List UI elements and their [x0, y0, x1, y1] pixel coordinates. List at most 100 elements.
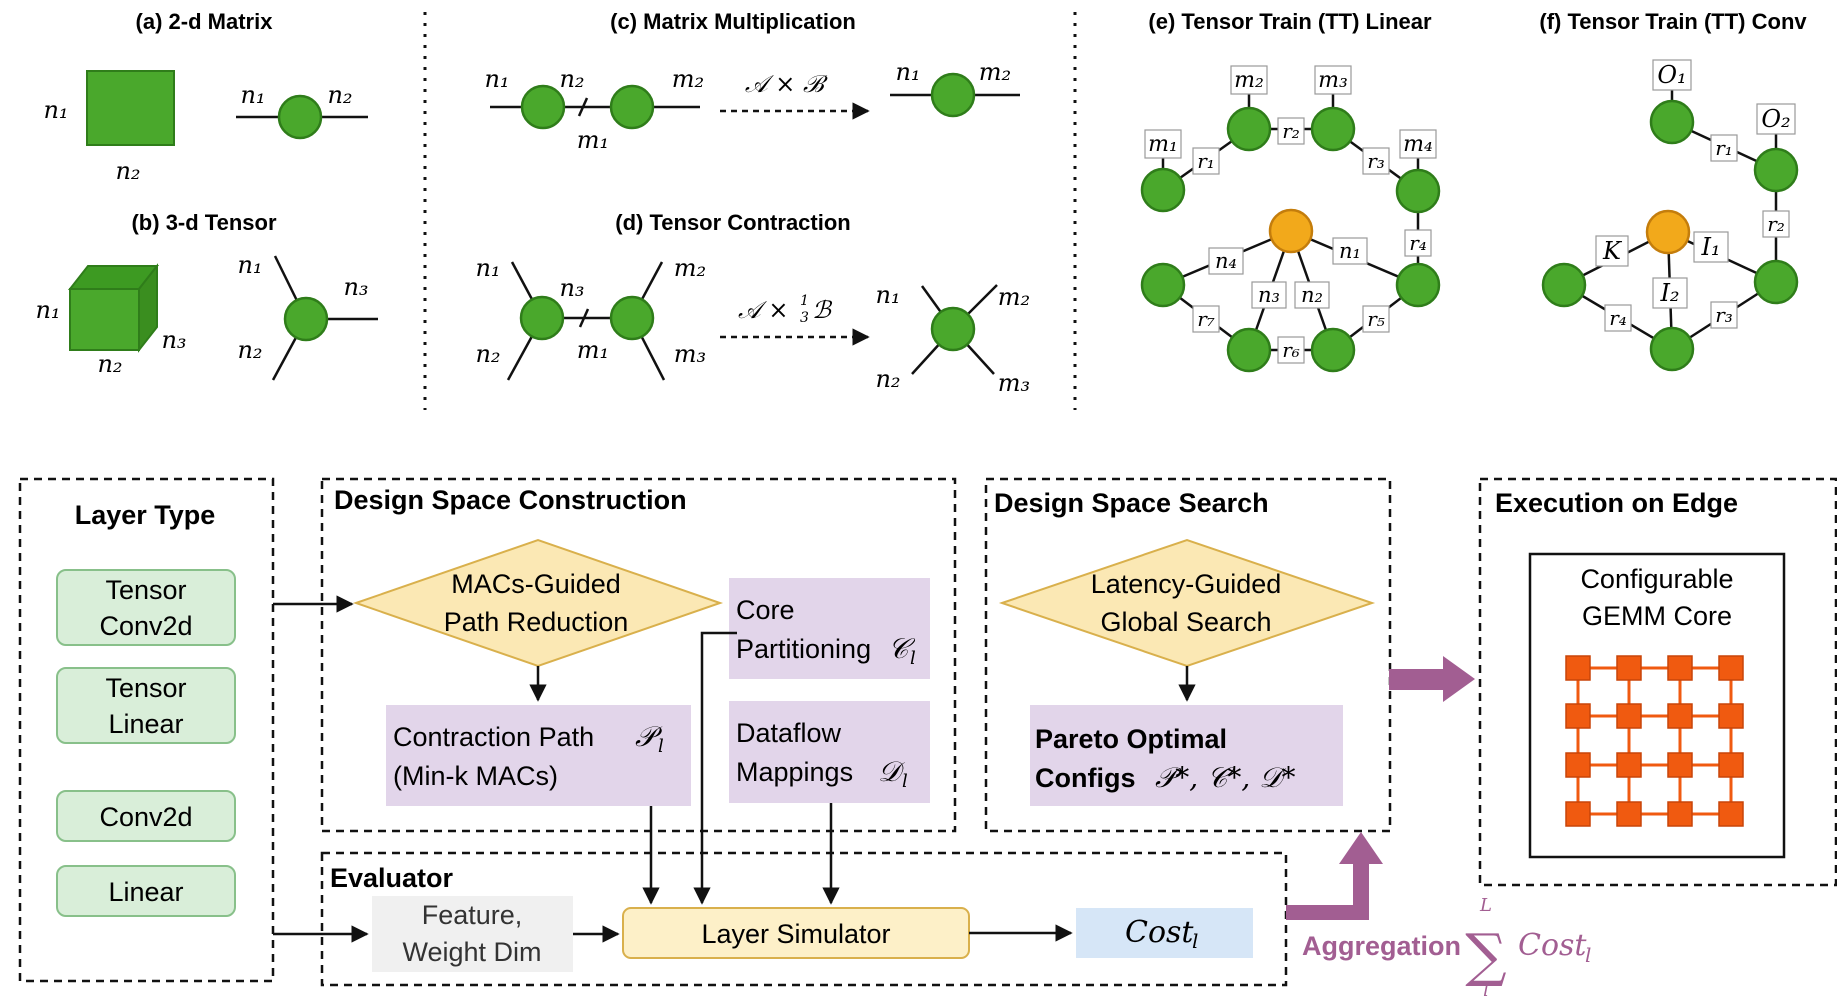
layer-tensor-conv2d-l1: Tensor — [105, 575, 186, 605]
tt-e-r6-box — [1277, 336, 1305, 364]
label-a-n1: n₁ — [43, 96, 68, 124]
execution-frame — [1478, 477, 1837, 887]
evaluator-title: Evaluator — [330, 863, 454, 893]
tt-f-k: K — [1602, 237, 1623, 265]
dataflow-mappings-box — [729, 701, 930, 803]
label-d-result-n1: n₁ — [875, 281, 900, 309]
layer-linear-label: Linear — [108, 877, 183, 907]
tt-e-r4-box — [1404, 229, 1432, 257]
tc-node-a — [519, 295, 565, 341]
macs-guided-l2: Path Reduction — [444, 607, 629, 637]
pe-cell — [1565, 752, 1591, 778]
label-d-result-m3: m₃ — [998, 369, 1030, 397]
label-d-n1: n₁ — [475, 254, 500, 282]
tt-e-n2: n₂ — [1301, 283, 1323, 307]
layer-tensor-linear — [56, 667, 236, 744]
label-a-n2: n₂ — [115, 157, 140, 185]
label-b-node-n1: n₁ — [237, 251, 262, 279]
tt-f-r1: r₁ — [1715, 136, 1733, 160]
tt-conv-node-o1 — [1649, 99, 1695, 145]
pareto-l2: Configs — [1035, 763, 1136, 793]
search-panel: Design Space Search Latency-Guided Globa… — [984, 477, 1392, 833]
panel-e-title: (e) Tensor Train (TT) Linear — [1148, 9, 1432, 34]
aggregation-label: Aggregation — [1302, 931, 1461, 961]
tt-f-o2-box — [1756, 103, 1796, 135]
tt-linear-node-m4 — [1395, 168, 1441, 214]
pe-cell — [1718, 801, 1744, 827]
aggregation: Aggregation L ∑ l Cost l — [1302, 895, 1591, 1001]
execution-title: Execution on Edge — [1495, 488, 1738, 518]
aggregation-term-sub: l — [1585, 943, 1591, 967]
tt-e-r1-box — [1192, 147, 1220, 175]
pe-cell — [1565, 801, 1591, 827]
mm-node-a — [520, 84, 566, 130]
panel-a: (a) 2-d Matrix n₁ n₂ n₁ n₂ — [43, 9, 368, 185]
cost-sub: l — [1192, 929, 1198, 953]
tt-e-r5-box — [1362, 305, 1390, 333]
tt-conv-node-k — [1541, 262, 1587, 308]
tt-f-r4-box — [1604, 304, 1632, 332]
feature-weight-l2: Weight Dim — [402, 937, 541, 967]
label-b-node-n2: n₂ — [237, 336, 262, 364]
layer-tensor-linear-l2: Linear — [108, 709, 183, 739]
evaluator-panel: Evaluator Feature, Weight Dim Layer Simu… — [320, 851, 1288, 987]
tt-conv-node-i1 — [1753, 259, 1799, 305]
cost-label: Cost — [1125, 915, 1194, 950]
tt-f-r2: r₂ — [1767, 212, 1785, 236]
latency-guided-diamond — [998, 538, 1376, 668]
tt-f-i1: I₁ — [1700, 233, 1720, 261]
panel-a-title: (a) 2-d Matrix — [136, 9, 274, 34]
pe-cell — [1667, 801, 1693, 827]
arrow-core-to-sim — [693, 631, 737, 905]
label-d-m1: m₁ — [577, 336, 609, 364]
tt-f-r2-box — [1762, 210, 1790, 238]
tt-f-i2-box — [1652, 277, 1688, 309]
tt-linear-node-n1 — [1395, 262, 1441, 308]
layer-tensor-conv2d — [56, 569, 236, 646]
panel-b: (b) 3-d Tensor n₁ n₂ n₃ n₁ n₃ n₂ — [35, 210, 378, 381]
tt-e-m1: m₁ — [1148, 132, 1178, 157]
tt-conv-node-o2 — [1753, 147, 1799, 193]
pe-cell — [1616, 752, 1642, 778]
feature-weight-box — [372, 896, 573, 972]
aggregation-term: Cost — [1518, 928, 1587, 963]
pe-cell — [1667, 752, 1693, 778]
tt-e-r3: r₃ — [1367, 149, 1385, 173]
tt-e-n1-box — [1332, 237, 1368, 265]
pe-cell — [1667, 703, 1693, 729]
op-contraction-tail: ℬ — [812, 296, 833, 324]
construction-panel: Design Space Construction MACs-Guided Pa… — [320, 477, 957, 833]
tt-f-i1-box — [1693, 231, 1729, 263]
label-a-node-n1: n₁ — [240, 81, 265, 109]
tt-e-r5: r₅ — [1367, 307, 1385, 331]
label-b-cube-n2: n₂ — [97, 350, 122, 378]
panel-c: (c) Matrix Multiplication n₁ n₂ m₂ m₁ 𝒜 … — [484, 9, 1020, 154]
pe-cell — [1718, 752, 1744, 778]
matrix-square — [86, 70, 175, 146]
label-d-m2: m₂ — [674, 254, 706, 282]
label-c-result-m2: m₂ — [979, 58, 1011, 86]
panel-d: (d) Tensor Contraction n₁ n₃ m₂ n₂ m₁ m₃… — [475, 210, 1030, 397]
arrow-search-to-execution — [1389, 656, 1475, 702]
tt-e-n4: n₄ — [1215, 249, 1237, 273]
tc-node-b — [609, 295, 655, 341]
tt-e-n2-box — [1294, 281, 1330, 309]
tt-e-m4: m₄ — [1403, 132, 1433, 157]
op-matmul: 𝒜 × ℬ — [745, 70, 828, 98]
panel-c-title: (c) Matrix Multiplication — [610, 9, 856, 34]
op-contraction-sub: 3 — [800, 310, 809, 326]
tt-linear-node-m3 — [1310, 106, 1356, 152]
pareto-box — [1030, 705, 1343, 806]
pe-cell — [1616, 801, 1642, 827]
panel-f: (f) Tensor Train (TT) Conv O₁ O₂ K I₁ I₂… — [1539, 9, 1807, 372]
label-c-n2: n₂ — [559, 65, 584, 93]
tt-f-o1-box — [1652, 59, 1692, 91]
tt-e-r6: r₆ — [1282, 338, 1300, 362]
cube-front — [69, 288, 140, 351]
layer-conv2d-label: Conv2d — [99, 802, 192, 832]
tt-f-k-box — [1595, 235, 1629, 267]
tt-e-n4-box — [1208, 247, 1244, 275]
tt-e-m2: m₂ — [1234, 68, 1264, 93]
tt-e-n3: n₃ — [1258, 283, 1280, 307]
label-d-result-n2: n₂ — [875, 365, 900, 393]
